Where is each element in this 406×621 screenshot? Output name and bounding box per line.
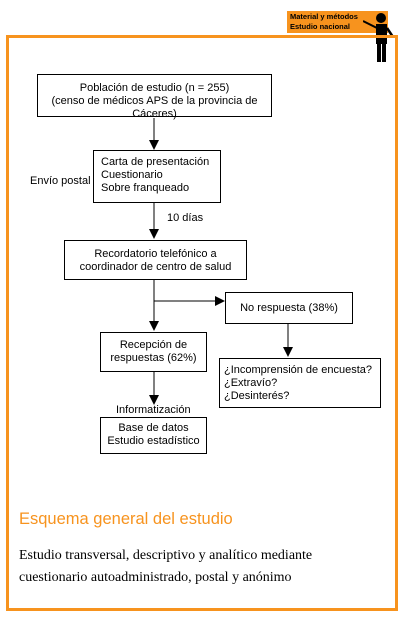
figure-description-line2: cuestionario autoadministrado, postal y … [19, 570, 292, 585]
mailing-box: Carta de presentación Cuestionario Sobre… [93, 150, 221, 203]
database-line2: Estudio estadístico [107, 435, 200, 447]
responses-box: Recepción de respuestas (62%) [100, 332, 207, 372]
database-box: Base de datos Estudio estadístico [100, 417, 207, 454]
informatization-label: Informatización [116, 404, 191, 416]
database-line1: Base de datos [118, 422, 189, 434]
presenter-icon [363, 13, 395, 62]
figure-description-line1: Estudio transversal, descriptivo y analí… [19, 548, 313, 563]
no-response-box: No respuesta (38%) [225, 292, 353, 324]
figure-frame [6, 35, 398, 611]
reasons-line3: ¿Desinterés? [224, 390, 290, 402]
responses-line1: Recepción de [119, 339, 188, 351]
section-badge: Material y métodos Estudio nacional [287, 11, 388, 33]
section-badge-line1: Material y métodos [290, 12, 358, 21]
population-line2: (censo de médicos APS de la provincia de… [51, 95, 258, 120]
population-box: Población de estudio (n = 255) (censo de… [37, 74, 272, 120]
figure-title: Esquema general del estudio [19, 510, 233, 528]
figure-description: Estudio transversal, descriptivo y analí… [19, 545, 389, 589]
mailing-line1: Carta de presentación [101, 156, 210, 168]
reasons-box: ¿Incomprensión de encuesta? ¿Extravío? ¿… [219, 358, 381, 408]
section-badge-line2: Estudio nacional [290, 22, 351, 31]
reminder-box: Recordatorio telefónico a coordinador de… [64, 240, 247, 280]
reminder-line1: Recordatorio telefónico a [94, 248, 217, 260]
postal-label: Envío postal [30, 175, 91, 187]
reasons-line1: ¿Incomprensión de encuesta? [224, 364, 372, 376]
reminder-line2: coordinador de centro de salud [79, 261, 232, 273]
days-label: 10 días [167, 212, 204, 224]
mailing-line2: Cuestionario [101, 169, 163, 181]
population-line1: Población de estudio (n = 255) [79, 82, 230, 94]
responses-line2: respuestas (62%) [110, 352, 197, 364]
reasons-line2: ¿Extravío? [224, 377, 278, 389]
no-response-text: No respuesta (38%) [240, 302, 338, 314]
mailing-line3: Sobre franqueado [101, 182, 190, 194]
